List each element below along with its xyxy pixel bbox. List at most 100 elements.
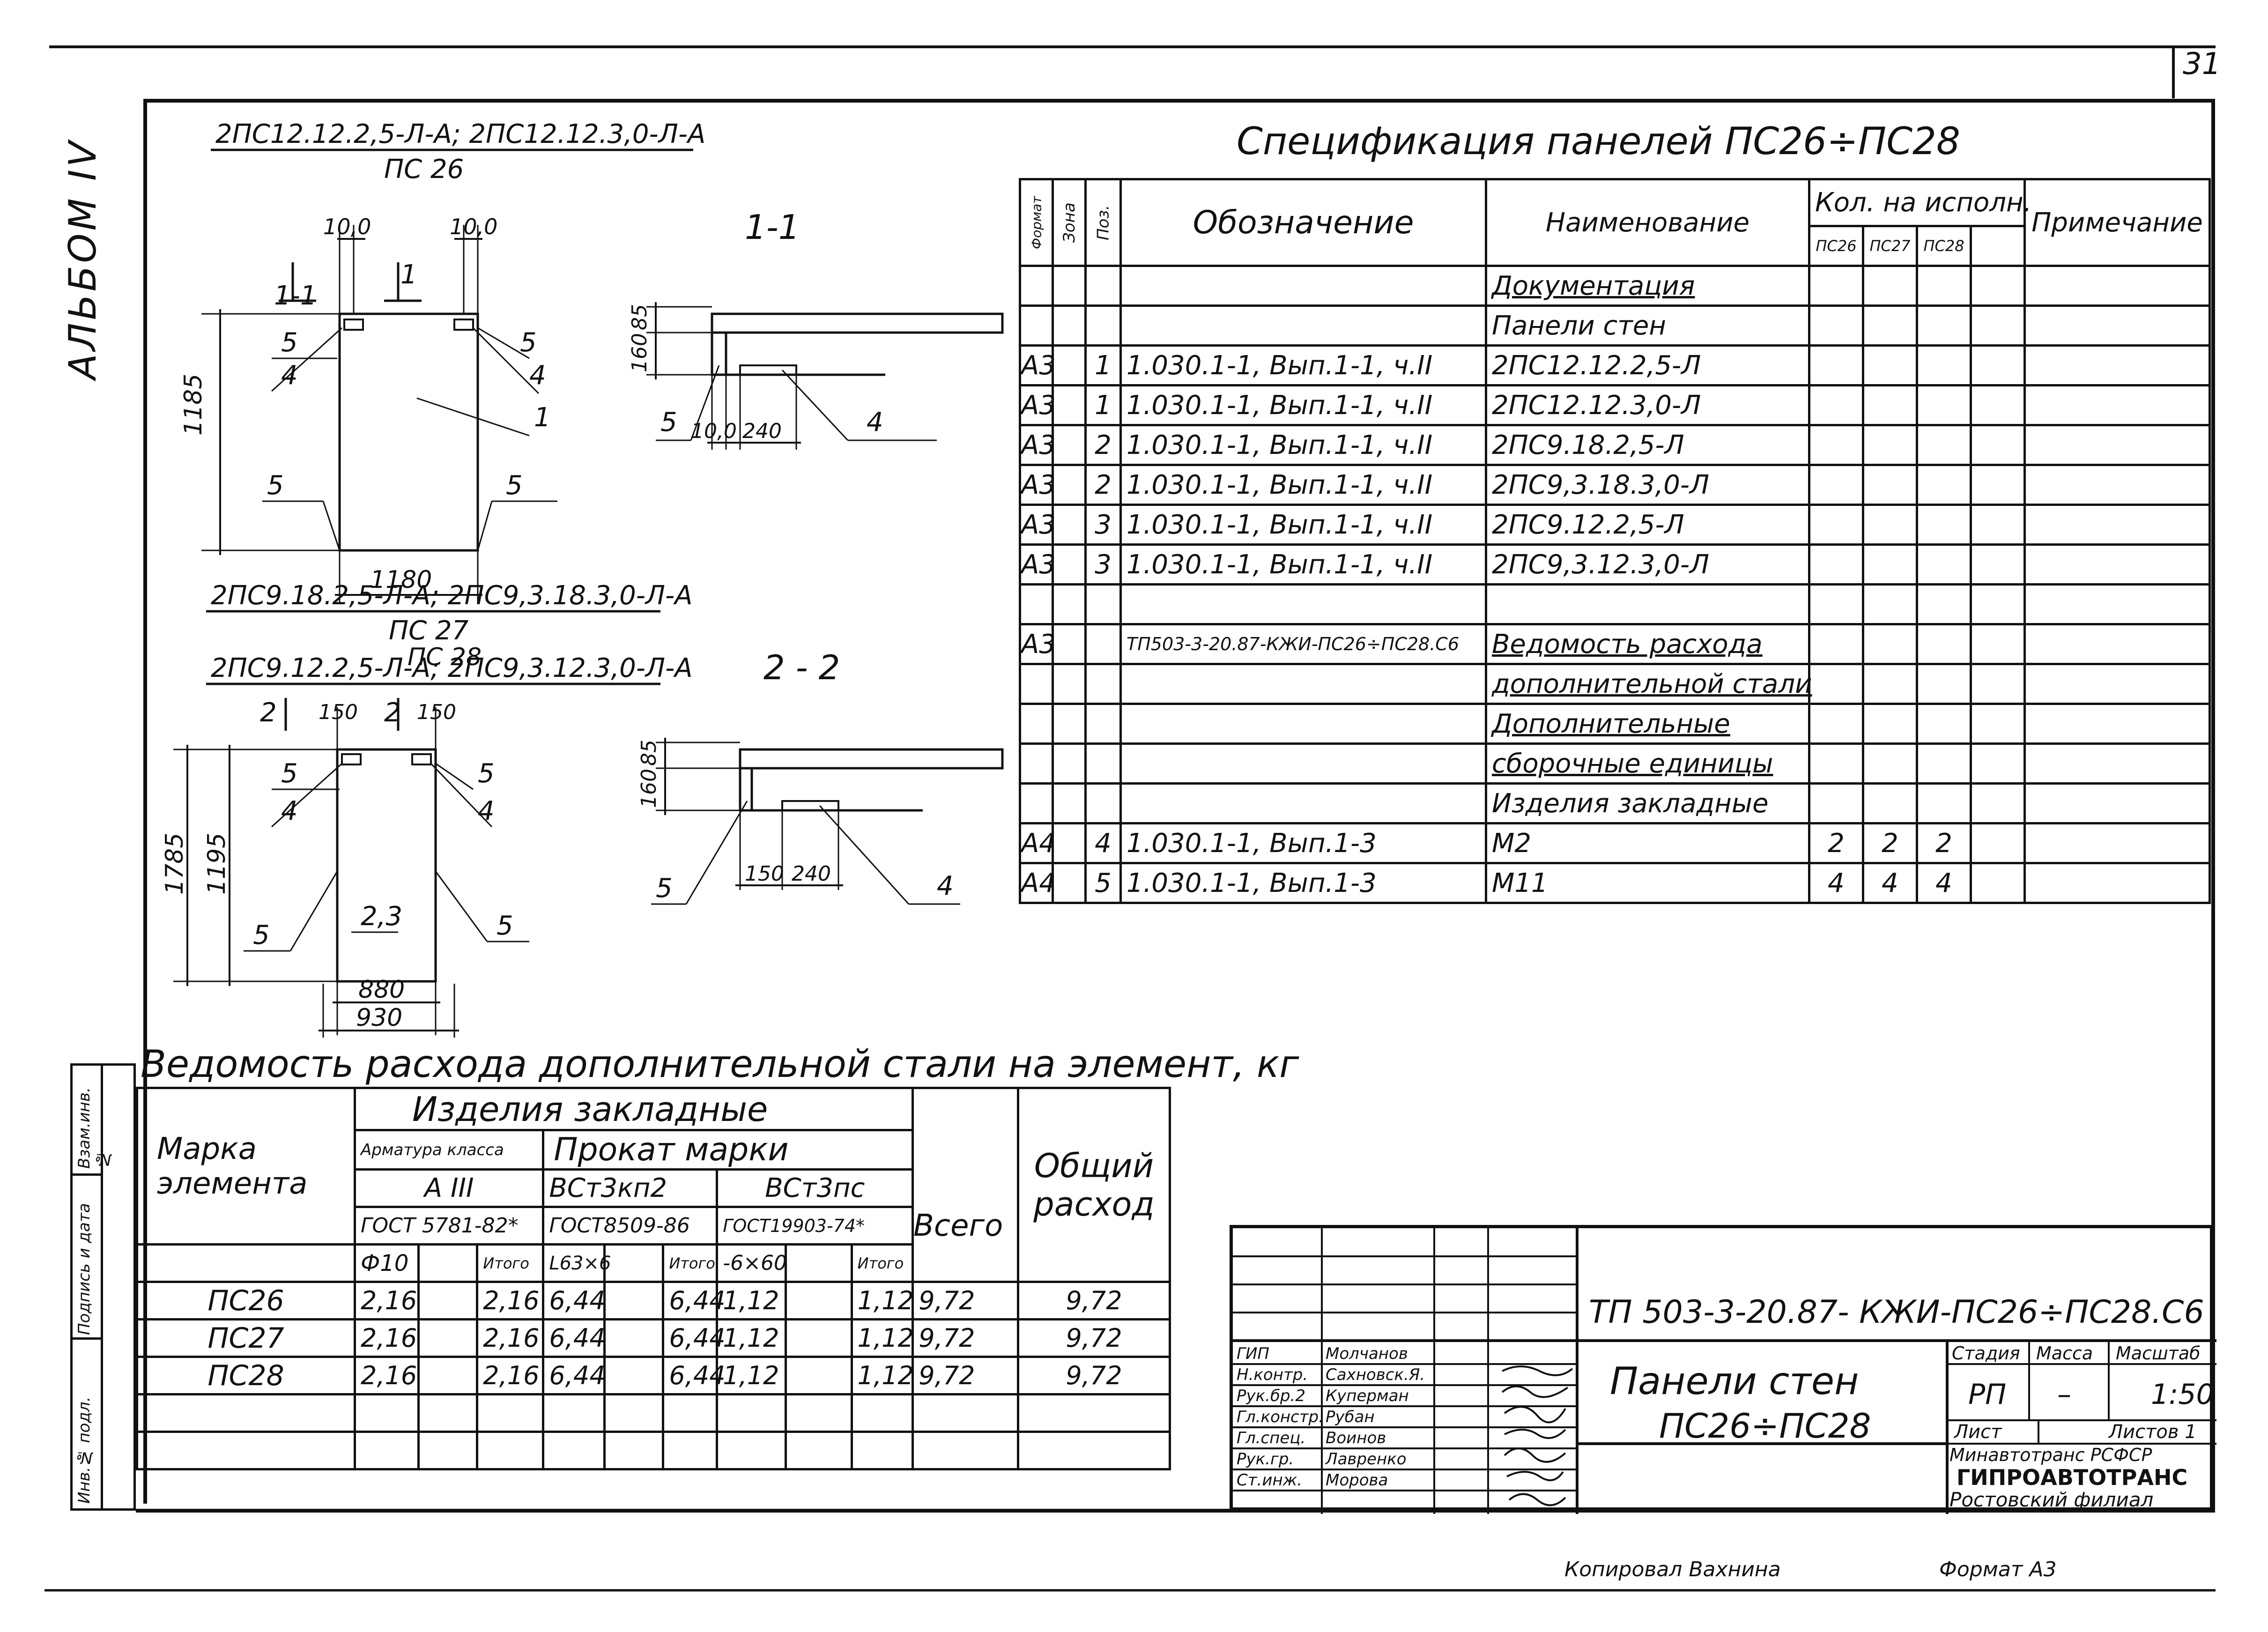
ps26-dim-left: 10,0	[323, 214, 371, 239]
spec-cell-format: А4	[1019, 862, 1056, 904]
spec-cell-q3	[1916, 782, 1972, 824]
steel-row	[135, 1393, 1171, 1433]
spec-cell-q2	[1862, 304, 1918, 347]
ps28-marks: 2ПС9.12.2,5-Л-А; 2ПС9,3.12.3,0-Л-А	[211, 653, 693, 683]
steel-cell-value: 6,44	[662, 1281, 726, 1320]
steel-h-total2: Итого	[662, 1243, 719, 1283]
steel-cell-value: 2,16	[354, 1356, 420, 1395]
section-2-2-title: 2 - 2	[763, 648, 840, 687]
steel-h-mark-spacer	[135, 1243, 356, 1283]
section-1-1-dim85: 85	[628, 304, 652, 330]
stamp-title2: ПС26÷ПС28	[1659, 1406, 1871, 1446]
steel-h-gost3: ГОСТ19903-74*	[716, 1206, 914, 1246]
steel-h-all: Всего	[913, 1209, 1003, 1243]
steel-cell-value	[603, 1431, 665, 1470]
steel-h-d10: Ф10	[354, 1243, 420, 1283]
steel-cell-value	[476, 1393, 545, 1433]
title-block: ТП 503-3-20.87- КЖИ-ПС26÷ПС28.С6 Панели …	[1230, 1225, 2216, 1514]
spec-cell-q3	[1916, 384, 1972, 426]
spec-cell-format	[1019, 703, 1054, 745]
spec-cell-q2	[1862, 703, 1918, 745]
steel-h-prokat: Прокат марки	[542, 1129, 914, 1171]
spec-h-zone: Зона	[1052, 179, 1086, 266]
spec-cell-q4	[1969, 822, 2026, 864]
copied-by: Копировал Вахнина	[1564, 1558, 1781, 1581]
spec-cell-note	[2023, 504, 2211, 546]
steel-cell-value: 6,44	[542, 1356, 606, 1395]
spec-cell-q2	[1862, 504, 1918, 546]
spec-cell-pos	[1084, 265, 1122, 307]
spec-cell-q3: 4	[1916, 862, 1972, 904]
spec-cell-pos	[1084, 782, 1122, 824]
spec-cell-note	[2023, 304, 2211, 347]
spec-cell-designation	[1119, 583, 1487, 625]
spec-cell-q4	[1969, 862, 2026, 904]
stamp-person-name: Сахновск.Я.	[1326, 1365, 1425, 1384]
spec-cell-pos: 5	[1084, 862, 1122, 904]
stamp-role: Рук.бр.2	[1237, 1387, 1305, 1405]
spec-cell-q3	[1916, 623, 1972, 665]
steel-h-items: Изделия закладные	[354, 1087, 914, 1131]
stamp-role: Рук.гр.	[1237, 1450, 1294, 1469]
spec-cell-q4	[1969, 504, 2026, 546]
ps26-pos5-tr: 5	[520, 327, 537, 358]
ps28-pos5-tr: 5	[478, 758, 495, 789]
steel-h-6x60: -6×60	[716, 1243, 787, 1283]
steel-h-total1: Итого	[476, 1243, 545, 1283]
steel-cell-value: 1,12	[716, 1318, 787, 1358]
spec-cell-zone	[1052, 464, 1087, 506]
spec-cell-q2	[1862, 265, 1918, 307]
steel-cell-value	[716, 1393, 787, 1433]
spec-cell-q4	[1969, 703, 2026, 745]
spec-cell-designation: 1.030.1-1, Вып.1-3	[1119, 862, 1487, 904]
spec-cell-q3	[1916, 504, 1972, 546]
spec-cell-q3	[1916, 344, 1972, 386]
ps28-pos5-bl: 5	[253, 920, 270, 950]
spec-cell-zone	[1052, 703, 1087, 745]
stamp-role: Гл.констр.	[1237, 1408, 1324, 1426]
spec-h-format: Формат	[1020, 179, 1053, 266]
section-1-1: 1-1 85 160 10,0 240 5 4	[628, 208, 1004, 450]
section-2-2-dim240: 240	[792, 862, 831, 886]
spec-cell-zone	[1052, 822, 1087, 864]
spec-cell-q1: 4	[1808, 862, 1864, 904]
spec-cell-note	[2023, 424, 2211, 466]
spec-cell-q4	[1969, 265, 2026, 307]
spec-cell-q4	[1969, 663, 2026, 705]
spec-cell-zone	[1052, 304, 1087, 347]
spec-cell-note	[2023, 384, 2211, 426]
steel-cell-value: 9,72	[912, 1356, 1019, 1395]
spec-cell-note	[2023, 822, 2211, 864]
spec-cell-name: Документация	[1485, 265, 1810, 307]
spec-cell-q2	[1862, 782, 1918, 824]
steel-cell-value	[850, 1393, 914, 1433]
steel-h-empty2	[603, 1243, 665, 1283]
spec-cell-zone	[1052, 782, 1087, 824]
spec-cell-name: Ведомость расхода	[1485, 623, 1810, 665]
spec-cell-name: Изделия закладные	[1485, 782, 1810, 824]
spec-cell-pos	[1084, 304, 1122, 347]
stamp-role: Н.контр.	[1237, 1365, 1308, 1384]
spec-cell-q4	[1969, 344, 2026, 386]
spec-cell-pos	[1084, 583, 1122, 625]
page-number: 31	[2183, 47, 2221, 82]
steel-h-a3: А III	[354, 1168, 545, 1208]
steel-cell-value: 2,16	[476, 1318, 545, 1358]
spec-h-q4	[1969, 225, 2026, 267]
album-label: АЛЬБОМ IV	[61, 138, 104, 379]
spec-cell-designation	[1119, 742, 1487, 785]
spec-cell-format	[1019, 663, 1054, 705]
ps28-width-inner: 880	[358, 976, 405, 1004]
spec-cell-name: Дополнительные	[1485, 703, 1810, 745]
spec-cell-q3	[1916, 304, 1972, 347]
steel-cell-value	[417, 1393, 479, 1433]
spec-cell-format: А3	[1019, 504, 1056, 546]
ps26-pos4-r: 4	[529, 360, 546, 391]
spec-cell-format: А3	[1019, 344, 1056, 386]
stamp-scale: 1:50	[2151, 1378, 2214, 1411]
spec-row	[1019, 583, 2211, 625]
spec-cell-q2	[1862, 464, 1918, 506]
